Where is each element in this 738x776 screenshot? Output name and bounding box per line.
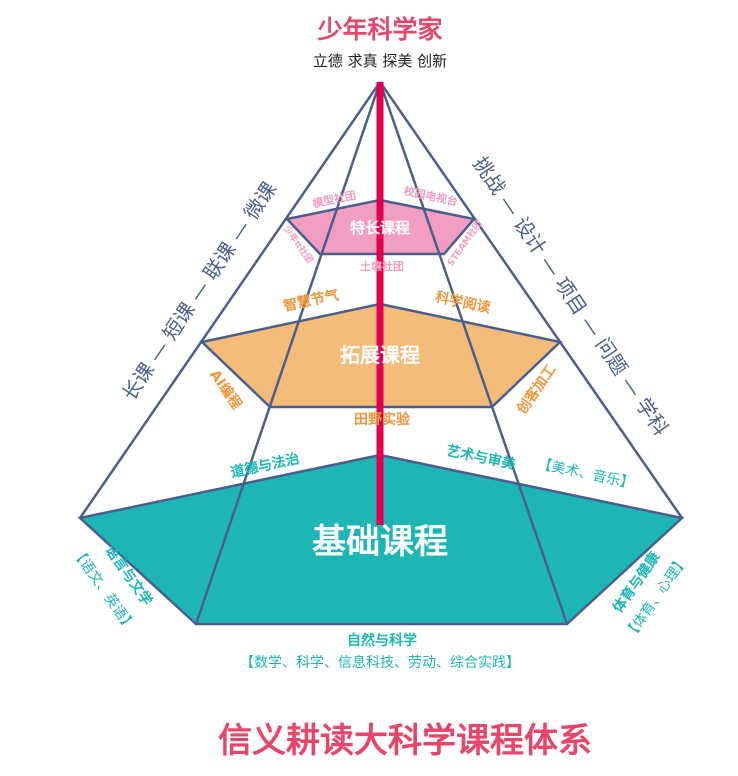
- base-layer-name: 基础课程: [312, 522, 448, 562]
- middle-item: 田野实验: [354, 411, 411, 428]
- diagram-subtitle: 立德 求真 探美 创新: [313, 52, 447, 70]
- middle-item: 智慧节气: [281, 286, 340, 314]
- diagram-title: 少年科学家: [316, 15, 442, 44]
- base-item: 【美术、音乐】: [536, 455, 635, 492]
- footer-title: 信义耕读大科学课程体系: [218, 721, 592, 761]
- base-layer: [77, 453, 685, 626]
- base-item: 【数学、科学、信息科技、劳动、综合实践】: [240, 654, 520, 671]
- top-item: 校园电视台: [402, 184, 459, 209]
- top-layer-name: 特长课程: [350, 219, 410, 237]
- middle-item: 科学阅读: [434, 288, 492, 316]
- middle-layer-name: 拓展课程: [340, 343, 420, 367]
- pyramid-edges: [78, 81, 684, 625]
- top-item: 土壤社团: [360, 259, 404, 273]
- base-item: 自然与科学: [347, 632, 417, 649]
